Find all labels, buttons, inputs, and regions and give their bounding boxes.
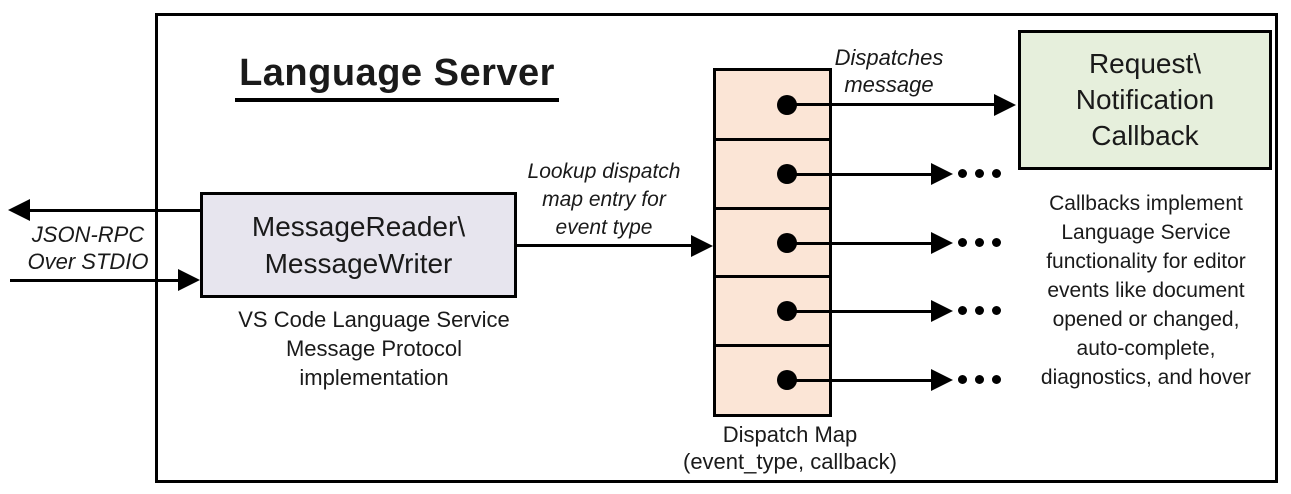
message-reader-caption: VS Code Language Service Message Protoco… bbox=[214, 305, 534, 392]
callbacks-note-line2: Language Service bbox=[1061, 221, 1231, 244]
callbacks-note-line6: auto-complete, bbox=[1076, 337, 1216, 360]
callbacks-note-line3: functionality for editor bbox=[1046, 250, 1246, 273]
callbacks-note-line5: opened or changed, bbox=[1052, 308, 1240, 331]
callbacks-note-line7: diagnostics, and hover bbox=[1040, 366, 1252, 389]
dispatch-map-caption: Dispatch Map (event_type, callback) bbox=[650, 421, 930, 475]
dispatch-arrowhead-icon-5 bbox=[931, 369, 953, 391]
dispatches-label-line2: message bbox=[844, 72, 934, 97]
stdio-outbound-arrow-line bbox=[28, 209, 200, 212]
diagram-title-text: Language Server bbox=[235, 52, 559, 102]
message-reader-line: MessageReader\ bbox=[251, 211, 466, 242]
ellipsis-icon bbox=[958, 306, 1001, 315]
stdio-inbound-arrow-line bbox=[10, 279, 180, 282]
callback-box-line3: Callback bbox=[1091, 120, 1199, 151]
callback-box-line1: Request\ bbox=[1088, 48, 1202, 79]
dispatch-map-caption-line1: Dispatch Map bbox=[722, 422, 858, 447]
dispatches-label-line1: Dispatches bbox=[834, 45, 944, 70]
dispatch-map-divider bbox=[716, 275, 829, 278]
dispatch-map-divider bbox=[716, 207, 829, 210]
message-reader-caption-line1: VS Code Language Service bbox=[238, 307, 510, 332]
dispatch-map-divider bbox=[716, 138, 829, 141]
diagram-title: Language Server bbox=[217, 52, 577, 102]
dispatch-arrowhead-icon-2 bbox=[931, 163, 953, 185]
dispatch-map-divider bbox=[716, 344, 829, 347]
language-server-box bbox=[155, 13, 1278, 483]
message-reader-caption-line2: Message Protocol implementation bbox=[285, 336, 463, 390]
dispatch-arrow-line-3 bbox=[787, 242, 931, 245]
message-writer-line: MessageWriter bbox=[264, 248, 453, 279]
lookup-arrow-line bbox=[517, 244, 691, 247]
callbacks-note-line1: Callbacks implement bbox=[1049, 192, 1243, 215]
json-rpc-label-line1: JSON-RPC bbox=[31, 222, 145, 247]
callbacks-note: Callbacks implement Language Service fun… bbox=[1024, 189, 1268, 392]
dispatches-message-label: Dispatches message bbox=[814, 44, 964, 98]
request-notification-callback-box: Request\ Notification Callback bbox=[1018, 30, 1272, 170]
stdio-outbound-arrowhead-icon bbox=[8, 199, 30, 221]
dispatch-arrowhead-icon-1 bbox=[994, 94, 1016, 116]
ellipsis-icon bbox=[958, 169, 1001, 178]
callbacks-note-line4: events like document bbox=[1047, 279, 1245, 302]
stdio-inbound-arrowhead-icon bbox=[178, 269, 200, 291]
ellipsis-icon bbox=[958, 375, 1001, 384]
lookup-label-line3: event type bbox=[555, 216, 653, 239]
ellipsis-icon bbox=[958, 238, 1001, 247]
dispatch-arrow-line-2 bbox=[787, 173, 931, 176]
dispatch-arrowhead-icon-4 bbox=[931, 300, 953, 322]
json-rpc-label-line2: Over STDIO bbox=[27, 249, 149, 274]
dispatch-map-caption-line2: (event_type, callback) bbox=[683, 449, 897, 474]
lookup-label-line2: map entry for bbox=[542, 188, 666, 211]
callback-box-line2: Notification bbox=[1075, 84, 1215, 115]
message-reader-writer-box: MessageReader\ MessageWriter bbox=[200, 192, 517, 298]
dispatch-arrowhead-icon-3 bbox=[931, 232, 953, 254]
lookup-label: Lookup dispatch map entry for event type bbox=[514, 158, 694, 242]
dispatch-arrow-line-5 bbox=[787, 379, 931, 382]
lookup-arrowhead-icon bbox=[691, 235, 713, 257]
dispatch-arrow-line-1 bbox=[787, 103, 994, 106]
json-rpc-label: JSON-RPC Over STDIO bbox=[18, 221, 158, 275]
dispatch-arrow-line-4 bbox=[787, 310, 931, 313]
lookup-label-line1: Lookup dispatch bbox=[527, 160, 681, 183]
